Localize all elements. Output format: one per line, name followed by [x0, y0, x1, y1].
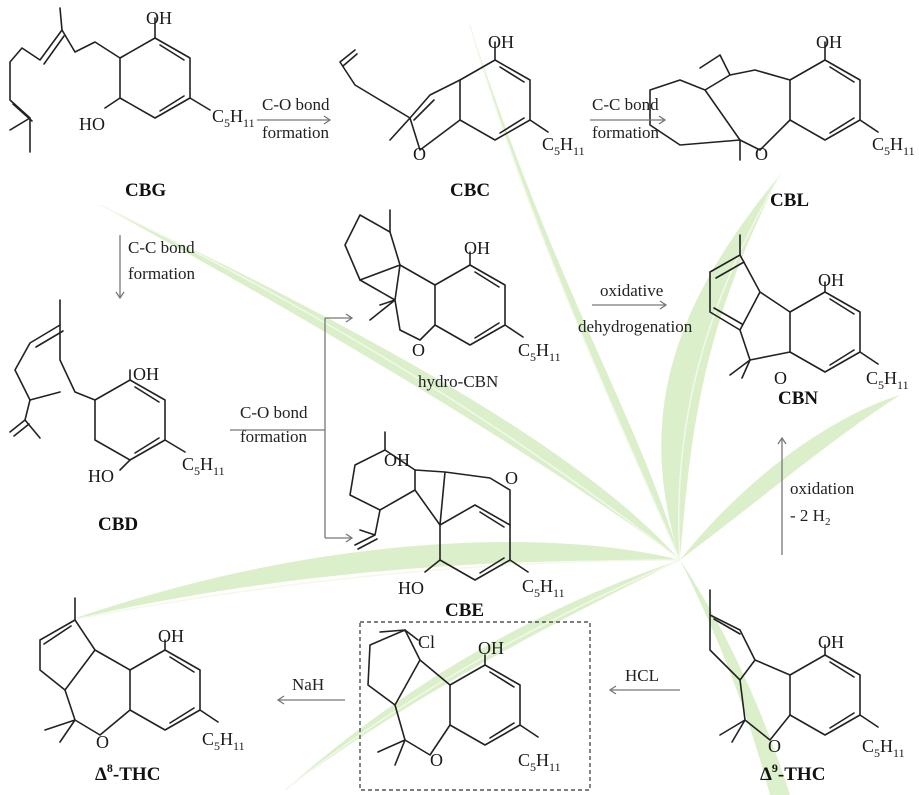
cbl-o-label: O: [755, 144, 768, 164]
rx-oxidation-line1: oxidation: [790, 479, 855, 498]
d9-o-label: O: [768, 736, 781, 756]
cbc-o-label: O: [413, 144, 426, 164]
intermediate-oh-label: OH: [478, 638, 504, 658]
rx-co-mid-line2: formation: [240, 427, 308, 446]
d8-o-label: O: [96, 732, 109, 752]
cbl-name: CBL: [770, 190, 809, 211]
rx-cc-left-line1: C-C bond: [128, 238, 195, 257]
arrowhead-intermediate-to-d8: [276, 695, 285, 705]
hydro-cbn-c5h11-label: C5H11: [518, 340, 561, 364]
cbl-oh-label: OH: [816, 32, 842, 52]
cbc-oh-label: OH: [488, 32, 514, 52]
hydro-cbn-oh-label: OH: [464, 238, 490, 258]
arrowhead-to-cbe: [345, 533, 354, 543]
cbe-o-label: O: [505, 468, 518, 488]
d8-thc-name: Δ8-THC: [95, 761, 160, 785]
arrowhead-cbg-to-cbc: [323, 115, 332, 125]
structure-cbd: [9, 299, 186, 471]
cbg-ho-label: HO: [79, 114, 105, 134]
cbc-name: CBC: [450, 180, 490, 201]
cbd-c5h11-label: C5H11: [182, 454, 225, 478]
rx-co-top-line1: C-O bond: [262, 95, 330, 114]
arrowhead-hydro-cbn-to-cbn: [659, 300, 668, 310]
cbg-c5h11-label: C5H11: [212, 106, 255, 130]
intermediate-cl-label: Cl: [418, 632, 435, 652]
cbn-name: CBN: [778, 388, 818, 409]
arrowhead-cbc-to-cbl: [658, 115, 667, 125]
d8-oh-label: OH: [158, 626, 184, 646]
rx-cc-left-line2: formation: [128, 264, 196, 283]
structure-cbe: [349, 431, 529, 581]
rx-nah: NaH: [292, 675, 324, 694]
hydro-cbn-o-label: O: [412, 340, 425, 360]
cbc-c5h11-label: C5H11: [542, 134, 585, 158]
cbd-oh-label: OH: [133, 364, 159, 384]
rx-cc-top-line1: C-C bond: [592, 95, 659, 114]
structure-cbn: [709, 234, 879, 379]
structure-hydro-cbn: [344, 209, 524, 346]
rx-co-top-line2: formation: [262, 123, 330, 142]
hydro-cbn-name: hydro-CBN: [418, 372, 498, 391]
cbe-c5h11-label: C5H11: [522, 576, 565, 600]
arrowhead-cbg-to-cbd: [115, 291, 125, 300]
rx-hcl: HCL: [625, 666, 659, 685]
cbn-c5h11-label: C5H11: [866, 368, 909, 392]
cbn-oh-label: OH: [818, 270, 844, 290]
arrowhead-d9-to-intermediate: [608, 685, 617, 695]
cbe-ho-label: HO: [398, 578, 424, 598]
structure-d9-thc: [709, 589, 879, 743]
cbd-ho-label: HO: [88, 466, 114, 486]
structure-d8-thc: [39, 597, 219, 743]
cbe-oh-label: OH: [384, 450, 410, 470]
cbd-name: CBD: [98, 514, 138, 535]
rx-oxidative-line1: oxidative: [600, 281, 663, 300]
d9-thc-name: Δ9-THC: [760, 761, 825, 785]
rx-oxidative-line2: dehydrogenation: [578, 317, 693, 336]
cbg-oh-label: OH: [146, 8, 172, 28]
cbn-o-label: O: [774, 368, 787, 388]
structure-cbg: [9, 7, 211, 153]
structure-chloro-intermediate: [367, 629, 539, 766]
rx-oxidation-line2: - 2 H2: [790, 506, 830, 528]
rx-co-mid-line1: C-O bond: [240, 403, 308, 422]
rx-cc-top-line2: formation: [592, 123, 660, 142]
arrowhead-d9-to-cbn: [777, 436, 787, 445]
cbg-name: CBG: [125, 180, 166, 201]
intermediate-c5h11-label: C5H11: [518, 750, 561, 774]
structure-cbc: [339, 41, 549, 151]
d9-c5h11-label: C5H11: [862, 736, 905, 760]
intermediate-o-label: O: [430, 750, 443, 770]
d9-oh-label: OH: [818, 632, 844, 652]
cbe-name: CBE: [445, 600, 484, 621]
chloro-intermediate-box: [359, 621, 591, 791]
cbl-c5h11-label: C5H11: [872, 134, 915, 158]
cannabis-leaf-watermark: [69, 24, 900, 795]
structure-cbl: [649, 41, 879, 161]
d8-c5h11-label: C5H11: [202, 729, 245, 753]
arrowhead-to-hydro-cbn: [345, 313, 354, 323]
